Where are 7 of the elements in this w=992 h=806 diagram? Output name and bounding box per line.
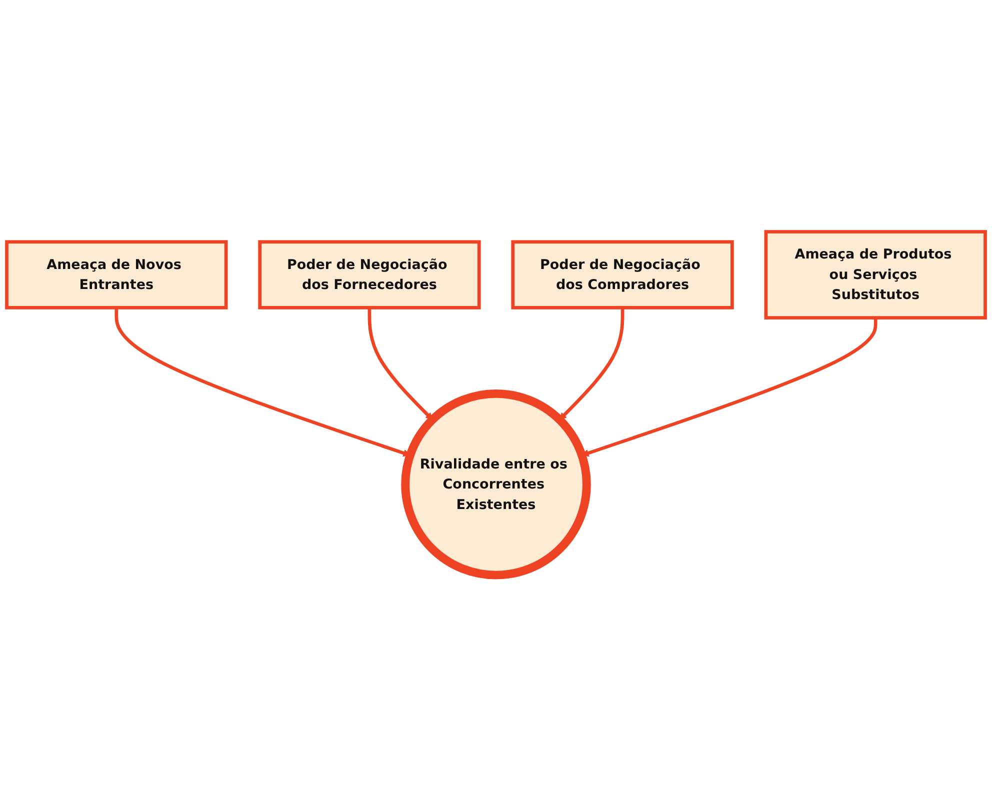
node-box: Poder de Negociação dos Fornecedores [258, 240, 481, 309]
node-box: Ameaça de Produtos ou Serviços Substitutos [764, 230, 987, 320]
node-box: Ameaça de Novos Entrantes [5, 240, 228, 309]
node-circle: Rivalidade entre os Concorrentes Existentes [401, 389, 591, 579]
arrow [559, 307, 624, 420]
node-box: Poder de Negociação dos Compradores [511, 240, 734, 309]
arrow [368, 307, 433, 420]
